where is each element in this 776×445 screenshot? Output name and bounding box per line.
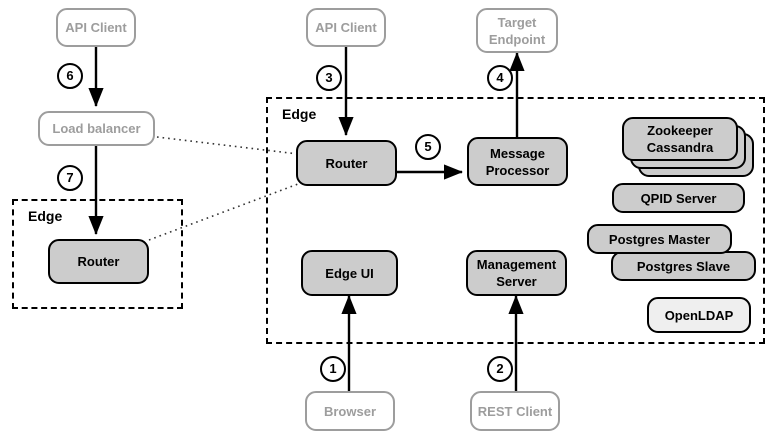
- node-router-main[interactable]: Router: [296, 140, 397, 186]
- dotted-link-router-left-to-router-main: [148, 183, 299, 241]
- node-message-processor[interactable]: Message Processor: [467, 137, 568, 186]
- node-rest-client-label: REST Client: [477, 403, 553, 419]
- node-openldap[interactable]: OpenLDAP: [647, 297, 751, 333]
- node-target-endpoint[interactable]: Target Endpoint: [476, 8, 558, 53]
- node-zookeeper-cassandra-label-line1: Zookeeper: [647, 123, 713, 138]
- node-postgres-pair[interactable]: Postgres Slave Postgres Master: [587, 224, 757, 286]
- node-management-server[interactable]: Management Server: [466, 250, 567, 296]
- node-zookeeper-cassandra-label-line2: Cassandra: [646, 140, 714, 155]
- node-message-processor-label-line1: Message: [490, 145, 545, 161]
- node-qpid-server-label: QPID Server: [640, 190, 717, 206]
- step-badge-2[interactable]: 2: [487, 356, 513, 382]
- step-badge-3[interactable]: 3: [316, 65, 342, 91]
- group-edge-left: Edge: [12, 199, 183, 309]
- node-router-main-label: Router: [325, 155, 368, 171]
- node-postgres-slave-label: Postgres Slave: [636, 258, 731, 274]
- step-badge-1[interactable]: 1: [320, 356, 346, 382]
- dotted-link-load-balancer-to-router-main: [156, 136, 299, 155]
- node-postgres-slave[interactable]: Postgres Slave: [611, 251, 756, 281]
- node-management-server-label-line1: Management: [476, 257, 557, 272]
- node-rest-client[interactable]: REST Client: [470, 391, 560, 431]
- node-postgres-master-label: Postgres Master: [608, 231, 711, 247]
- group-edge-main-label: Edge: [280, 106, 319, 122]
- node-api-client-center-label: API Client: [315, 20, 377, 35]
- step-badge-6[interactable]: 6: [57, 63, 83, 89]
- node-openldap-label: OpenLDAP: [664, 307, 734, 323]
- node-api-client-left-label: API Client: [65, 20, 127, 35]
- node-api-client-center[interactable]: API Client: [306, 8, 386, 47]
- node-target-endpoint-label-line1: Target: [497, 14, 537, 30]
- node-browser[interactable]: Browser: [305, 391, 395, 431]
- step-badge-5[interactable]: 5: [415, 134, 441, 160]
- node-zookeeper-cassandra[interactable]: Zookeeper Cassandra: [622, 117, 738, 161]
- node-browser-label: Browser: [323, 403, 377, 419]
- node-postgres-master[interactable]: Postgres Master: [587, 224, 732, 254]
- node-management-server-label-line2: Server: [496, 274, 537, 289]
- node-message-processor-label-line2: Processor: [485, 162, 550, 178]
- group-edge-left-label: Edge: [26, 208, 65, 224]
- node-load-balancer[interactable]: Load balancer: [38, 111, 155, 146]
- group-edge-main: Edge: [266, 97, 765, 344]
- node-zookeeper-cassandra-cluster[interactable]: Zookeeper Cassandra: [622, 117, 756, 179]
- node-load-balancer-label: Load balancer: [52, 121, 141, 136]
- node-api-client-left[interactable]: API Client: [56, 8, 136, 47]
- node-target-endpoint-label-line2: Endpoint: [488, 31, 546, 47]
- node-edge-ui[interactable]: Edge UI: [301, 250, 398, 296]
- node-edge-ui-label: Edge UI: [325, 265, 374, 281]
- node-router-left[interactable]: Router: [48, 239, 149, 284]
- node-router-left-label: Router: [77, 254, 120, 269]
- step-badge-7[interactable]: 7: [57, 165, 83, 191]
- node-qpid-server[interactable]: QPID Server: [612, 183, 745, 213]
- step-badge-4[interactable]: 4: [487, 65, 513, 91]
